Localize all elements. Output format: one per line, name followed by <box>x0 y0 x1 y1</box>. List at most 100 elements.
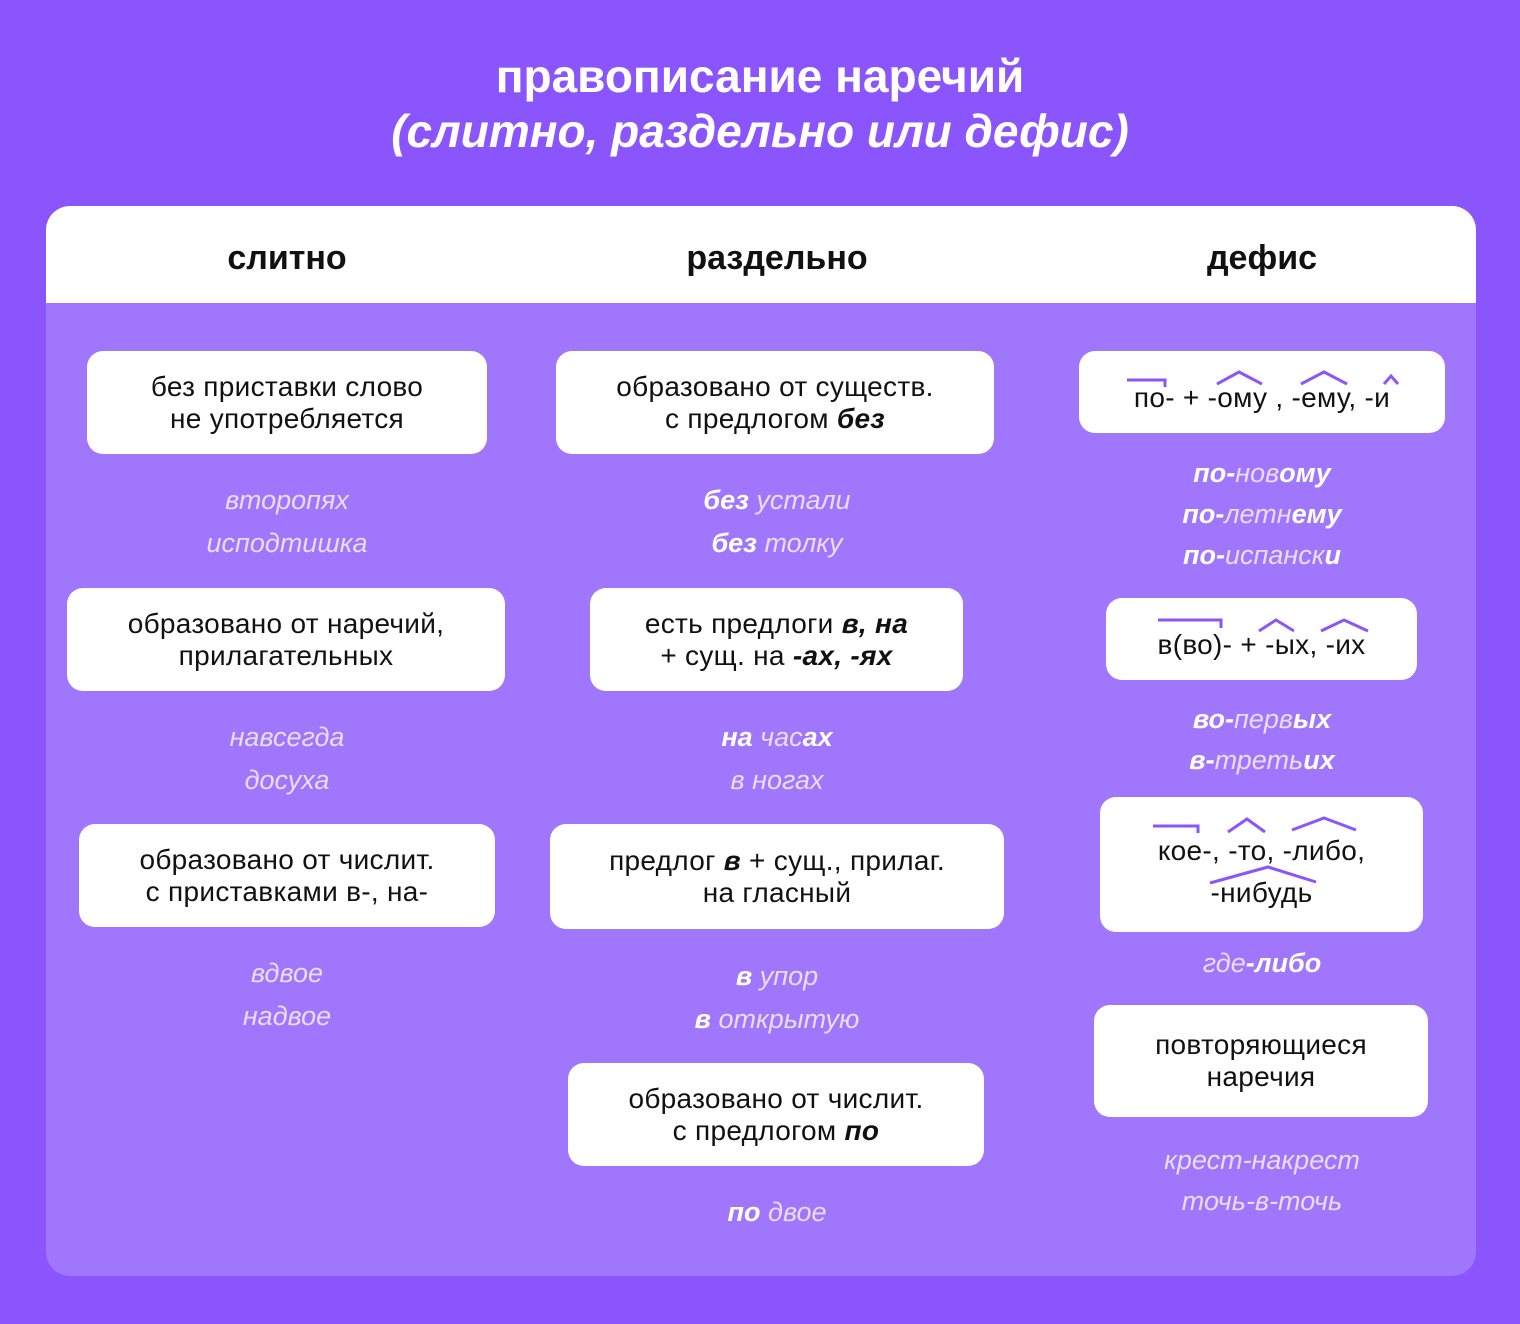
text-segment: образовано от числит. <box>139 843 435 875</box>
emphasized-text: по- <box>1182 499 1225 529</box>
example-word: по двое <box>527 1196 1027 1228</box>
example-word: точь-в-точь <box>1012 1185 1476 1217</box>
rule-line: образовано от числит. <box>628 1083 923 1115</box>
rule-text: предлог в + сущ., прилаг.на гласный <box>609 845 945 909</box>
example-word: по-испански <box>1012 539 1476 571</box>
table-header: слитно раздельно дефис <box>46 206 1476 303</box>
text-segment: образовано от наречий, <box>127 607 445 639</box>
text-segment: + сущ., прилаг. <box>740 844 945 876</box>
rule-line: в(во)- + -ых, -их <box>1158 629 1366 661</box>
text-segment: исподтишка <box>206 528 368 558</box>
example-word: без толку <box>527 527 1027 559</box>
rule-line: кое-, -то, -либо, <box>1158 835 1365 867</box>
emphasized-text: в, на <box>841 607 909 639</box>
text-segment: в ногах <box>730 765 824 795</box>
emphasized-text: без <box>711 528 757 558</box>
example-word: где-либо <box>1012 947 1476 979</box>
rule-line: на гласный <box>609 877 945 909</box>
example-word: на часах <box>527 721 1027 753</box>
rule-line: повторяющиеся <box>1155 1029 1367 1061</box>
text-segment: летн <box>1224 499 1292 529</box>
rule-line: есть предлоги в, на <box>645 608 908 640</box>
example-word: навсегда <box>46 721 537 753</box>
text-segment: образовано от числит. <box>628 1082 924 1114</box>
rule-line: с приставками в-, на- <box>139 876 434 908</box>
rule-line: предлог в + сущ., прилаг. <box>609 845 945 877</box>
text-segment: треть <box>1214 745 1304 775</box>
rule-box-separate: образовано от существ.с предлогом без <box>556 351 994 454</box>
text-segment: с предлогом <box>672 1114 845 1146</box>
text-segment: на гласный <box>702 876 852 908</box>
rule-line: наречия <box>1155 1061 1367 1093</box>
text-segment: устали <box>748 485 851 515</box>
header-separate: раздельно <box>686 239 868 277</box>
header-hyphen: дефис <box>1206 239 1318 277</box>
text-segment: надвое <box>242 1001 332 1031</box>
emphasized-text: на <box>721 722 753 752</box>
rule-box-solid: образовано от числит.с приставками в-, н… <box>79 824 495 927</box>
morpheme-marks-icon <box>1127 370 1400 387</box>
text-segment: без приставки слово <box>150 370 424 402</box>
page-subtitle: (слитно, раздельно или дефис) <box>391 105 1129 157</box>
text-segment: второпях <box>225 485 349 515</box>
text-segment: крест-накрест <box>1164 1145 1360 1175</box>
rule-box-separate: предлог в + сущ., прилаг.на гласный <box>550 824 1004 929</box>
emphasized-text: во- <box>1192 704 1235 734</box>
emphasized-text: по- <box>1183 540 1225 570</box>
text-segment: двое <box>760 1197 827 1227</box>
text-segment: кое-, -то, -либо, <box>1157 834 1366 866</box>
rule-line: без приставки слово <box>151 371 423 403</box>
emphasized-text: ему <box>1291 499 1342 529</box>
text-segment: наречия <box>1206 1061 1316 1092</box>
emphasized-text: ому <box>1279 458 1331 488</box>
emphasized-text: в <box>694 1004 711 1034</box>
text-segment: навсегда <box>229 722 345 752</box>
example-word: во-первых <box>1012 703 1476 735</box>
emphasized-text: по <box>727 1197 761 1227</box>
header-solid: слитно <box>227 239 347 277</box>
rule-line: -нибудь <box>1158 877 1365 909</box>
text-segment: по- + -ому , -ему, -и <box>1133 382 1391 413</box>
example-word: в ногах <box>527 764 1027 796</box>
rule-line: по- + -ому , -ему, -и <box>1134 382 1390 414</box>
emphasized-text: в <box>723 844 741 876</box>
emphasized-text: ах <box>802 722 833 752</box>
emphasized-text: ых <box>1293 704 1332 734</box>
example-word: в-третьих <box>1012 744 1476 776</box>
text-segment: вдвое <box>251 958 323 988</box>
rule-line: с предлогом без <box>616 403 933 435</box>
text-segment: с приставками в-, на- <box>145 875 429 907</box>
rule-box-solid: образовано от наречий,прилагательных <box>67 588 505 691</box>
text-segment: предлог <box>609 844 724 876</box>
rule-line: образовано от наречий, <box>128 608 445 640</box>
rule-text: по- + -ому , -ему, -и <box>1134 382 1390 414</box>
example-word: досуха <box>46 764 537 796</box>
text-segment: перв <box>1234 704 1294 734</box>
rule-box-hyphen: по- + -ому , -ему, -и <box>1079 351 1445 433</box>
emphasized-text: по <box>844 1114 880 1146</box>
rule-box-separate: есть предлоги в, на+ сущ. на -ах, -ях <box>590 588 963 691</box>
example-word: по-летнему <box>1012 498 1476 530</box>
emphasized-text: без <box>703 485 749 515</box>
rule-box-hyphen: кое-, -то, -либо, -нибудь <box>1100 797 1423 932</box>
rule-text: образовано от числит.с приставками в-, н… <box>139 844 434 908</box>
text-segment: открытую <box>710 1004 860 1034</box>
example-word: без устали <box>527 484 1027 516</box>
rule-box-hyphen: в(во)- + -ых, -их <box>1106 598 1417 680</box>
rule-text: есть предлоги в, на+ сущ. на -ах, -ях <box>645 608 908 672</box>
rule-line: образовано от существ. <box>616 371 933 403</box>
text-segment: с предлогом <box>665 402 837 434</box>
text-segment: в(во)- + -ых, -их <box>1157 629 1366 660</box>
text-segment: есть предлоги <box>644 607 842 639</box>
example-word: в открытую <box>527 1003 1027 1035</box>
text-segment: образовано от существ. <box>616 370 934 402</box>
rule-text: образовано от числит.с предлогом по <box>628 1083 923 1147</box>
emphasized-text: по- <box>1193 458 1236 488</box>
emphasized-text: в <box>735 961 753 991</box>
text-segment: упор <box>752 961 819 991</box>
example-word: в упор <box>527 960 1027 992</box>
rule-text: в(во)- + -ых, -их <box>1158 629 1366 661</box>
text-segment: где <box>1202 948 1246 978</box>
